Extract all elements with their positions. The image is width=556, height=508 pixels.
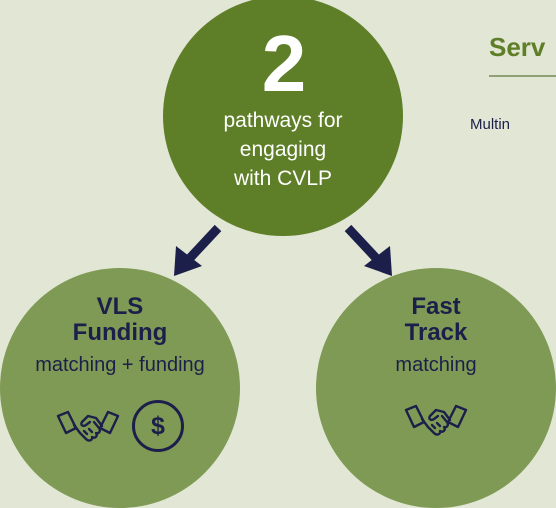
- vls-funding-title: VLS Funding: [73, 294, 168, 346]
- arrow-right: [344, 224, 392, 276]
- fast-track-title-line-2: Track: [404, 319, 468, 346]
- dollar-icon: $: [132, 400, 184, 452]
- fast-track-icons: [404, 400, 468, 440]
- section-text: Multin: [470, 116, 511, 133]
- vls-funding-description: matching + funding: [35, 354, 205, 376]
- fast-track-title: Fast Track: [405, 294, 468, 346]
- handshake-icon: [404, 404, 468, 436]
- pathways-circle: 2 pathways for engaging with CVLP: [163, 0, 403, 236]
- vls-funding-circle: VLS Funding matching + funding $: [0, 268, 240, 508]
- section-heading: Serv: [489, 32, 546, 62]
- vls-title-line-1: VLS: [96, 293, 144, 320]
- heading-underline: [489, 75, 556, 77]
- handshake-icon: [56, 410, 120, 442]
- caption-line-2: engaging: [239, 138, 327, 161]
- vls-icons: $: [56, 400, 184, 452]
- fast-track-description: matching: [395, 354, 477, 376]
- arrow-left: [174, 224, 222, 276]
- fast-track-circle: Fast Track matching: [316, 268, 556, 508]
- pathway-count: 2: [261, 19, 306, 108]
- caption-line-1: pathways for: [223, 109, 343, 132]
- caption-line-3: with CVLP: [233, 167, 333, 190]
- pathways-caption: pathways for engaging with CVLP: [198, 106, 368, 193]
- vls-title-line-2: Funding: [72, 319, 168, 346]
- fast-track-title-line-1: Fast: [411, 293, 461, 320]
